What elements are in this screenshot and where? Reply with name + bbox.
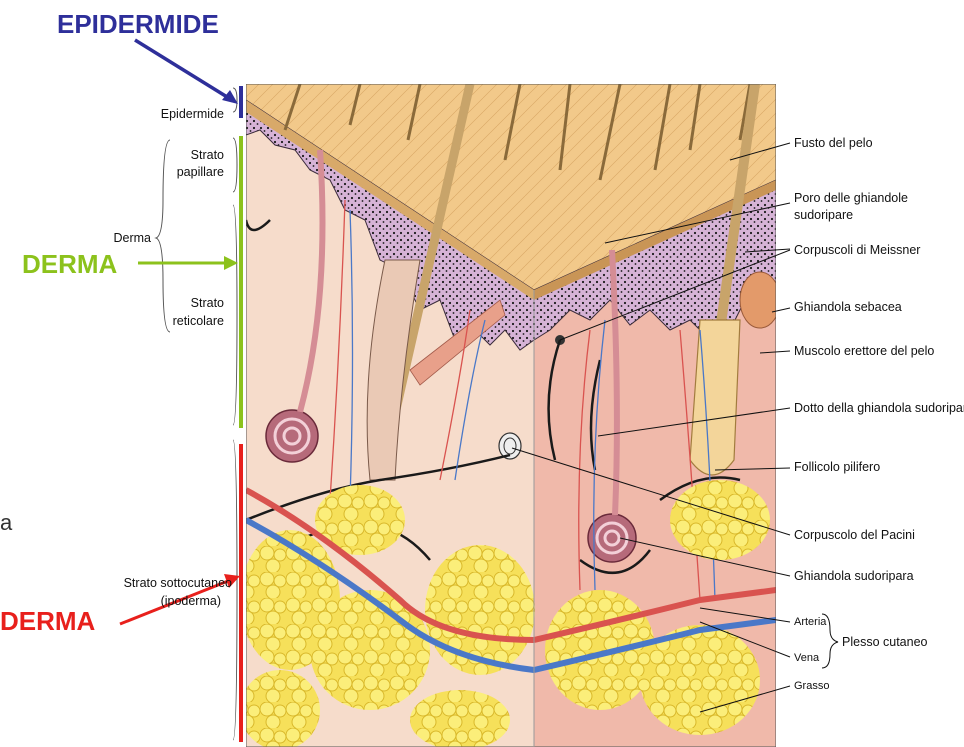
label-strato-reticolare-2: reticolare (173, 314, 224, 328)
label-strato-papillare-1: Strato (191, 148, 224, 162)
label-erettore: Muscolo erettore del pelo (794, 344, 934, 358)
label-grasso: Grasso (794, 680, 829, 692)
skin-illustration (240, 84, 780, 747)
label-epidermide: Epidermide (161, 107, 224, 121)
ipoderma-heading: DERMA (0, 606, 96, 636)
label-sudoripara: Ghiandola sudoripara (794, 569, 914, 583)
label-sottocutaneo-1: Strato sottocutaneo (124, 576, 232, 590)
sebaceous-gland (740, 272, 780, 328)
label-strato-papillare-2: papillare (177, 165, 224, 179)
label-plesso: Plesso cutaneo (842, 635, 928, 649)
label-sebacea: Ghiandola sebacea (794, 300, 902, 314)
epidermide-heading: EPIDERMIDE (57, 9, 219, 39)
label-poro-1: Poro delle ghiandole (794, 191, 908, 205)
stray-mark: a (0, 510, 13, 535)
label-fusto: Fusto del pelo (794, 136, 873, 150)
label-pacini: Corpuscolo del Pacini (794, 528, 915, 542)
label-strato-reticolare-1: Strato (191, 296, 224, 310)
label-meissner: Corpuscoli di Meissner (794, 243, 920, 257)
label-arteria: Arteria (794, 616, 827, 628)
label-derma: Derma (113, 231, 151, 245)
left-brackets (156, 88, 237, 740)
derma-arrowhead (224, 256, 238, 270)
derma-heading: DERMA (22, 249, 118, 279)
label-vena: Vena (794, 652, 820, 664)
label-dotto: Dotto della ghiandola sudoripara (794, 401, 964, 415)
label-follicolo: Follicolo pilifero (794, 460, 880, 474)
epidermide-arrow (135, 40, 232, 100)
label-sottocutaneo-2: (ipoderma) (161, 594, 221, 608)
label-poro-2: sudoripare (794, 208, 853, 222)
